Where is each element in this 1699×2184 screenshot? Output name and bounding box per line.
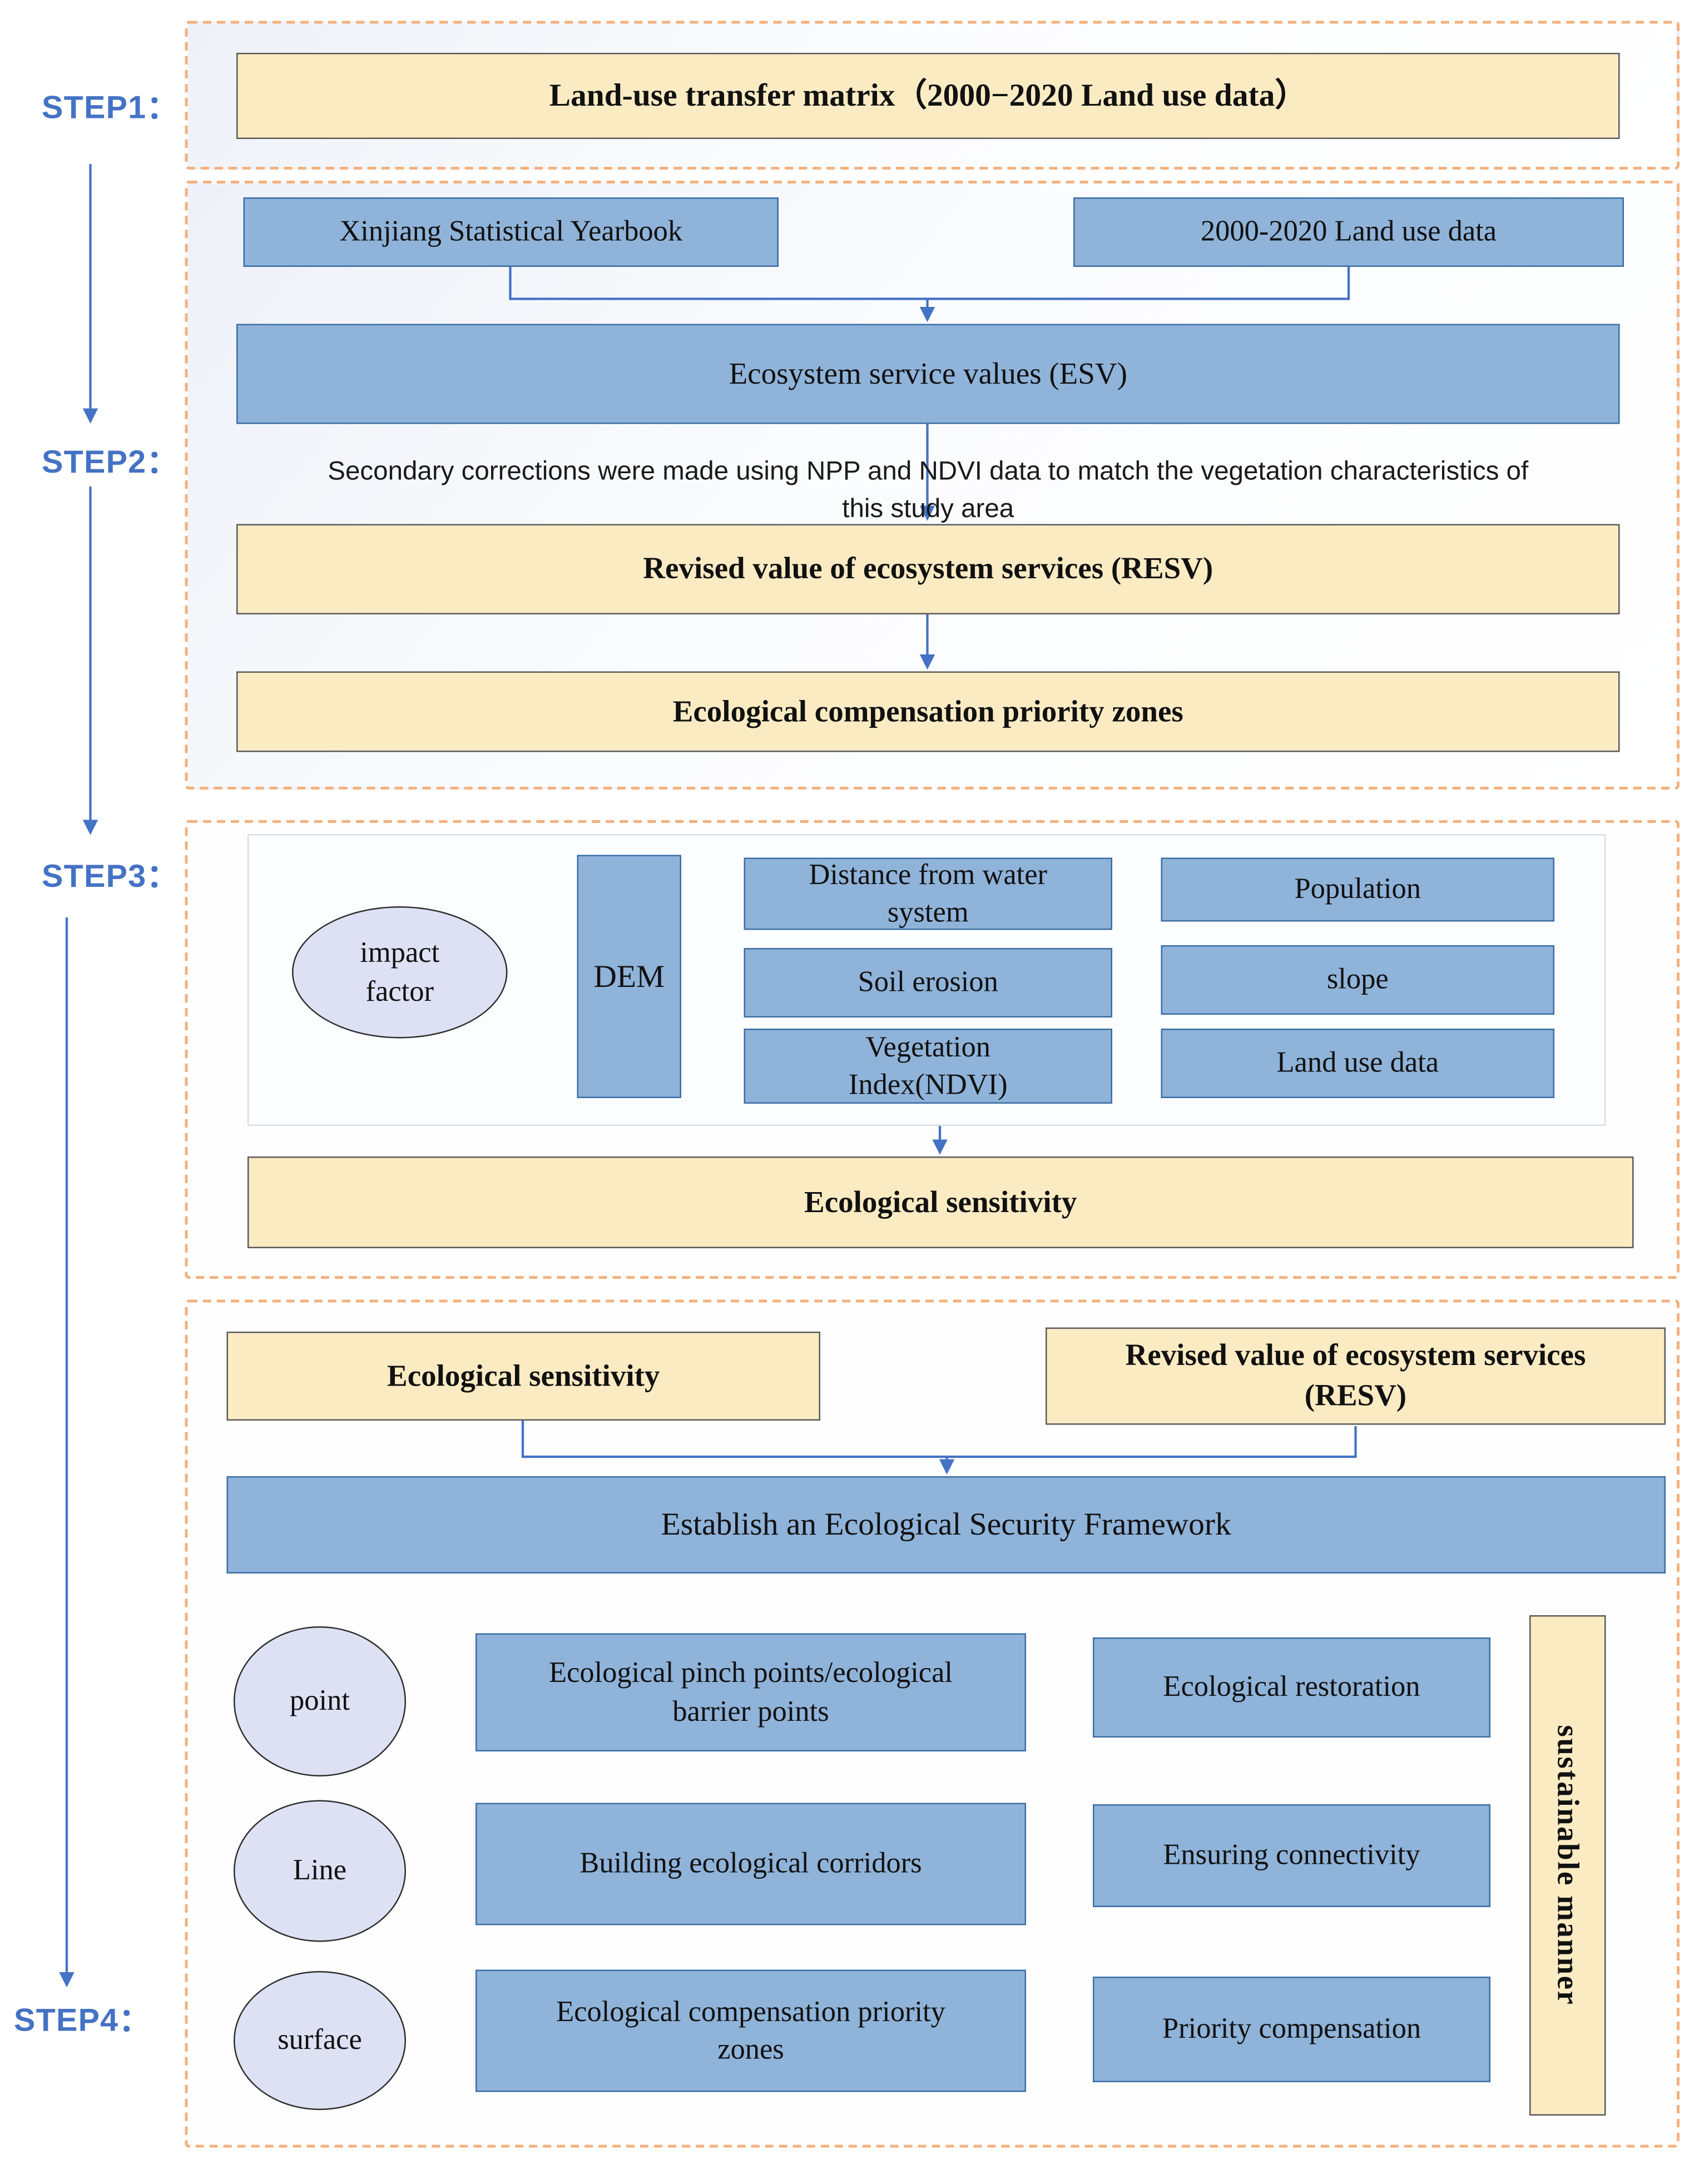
ecological-restoration-box: Ecological restoration [1093, 1637, 1490, 1738]
population-box: Population [1161, 857, 1554, 922]
sustainable-manner-bar: sustainable manner [1529, 1615, 1606, 2116]
esv-box: Ecosystem service values (ESV) [236, 324, 1620, 424]
note-line-2: this study area [842, 495, 1014, 524]
xinjiang-yearbook-box: Xinjiang Statistical Yearbook [243, 197, 779, 267]
point-ellipse: point [234, 1626, 406, 1776]
dem-box: DEM [577, 855, 681, 1098]
resv-input-box: Revised value of ecosystem services (RES… [1046, 1327, 1666, 1425]
land-use-data-box: 2000-2020 Land use data [1073, 197, 1624, 267]
ecological-corridors-box: Building ecological corridors [475, 1803, 1026, 1925]
line-ellipse: Line [234, 1800, 406, 1942]
step2-label: STEP2： [42, 443, 180, 480]
secondary-correction-note: Secondary corrections were made using NP… [195, 453, 1662, 528]
slope-box: slope [1161, 945, 1554, 1015]
land-use-data-factor-box: Land use data [1161, 1029, 1554, 1098]
security-framework-box: Establish an Ecological Security Framewo… [226, 1476, 1666, 1574]
soil-erosion-box: Soil erosion [744, 948, 1112, 1017]
priority-compensation-box: Priority compensation [1093, 1977, 1490, 2082]
step3-label: STEP3： [42, 857, 180, 894]
resv-box: Revised value of ecosystem services (RES… [236, 524, 1620, 614]
step1-label: STEP1： [42, 89, 180, 125]
ndvi-box: Vegetation Index(NDVI) [744, 1029, 1112, 1104]
pinch-points-box: Ecological pinch points/ecological barri… [475, 1633, 1026, 1751]
ecological-sensitivity-box: Ecological sensitivity [247, 1156, 1634, 1248]
step4-label: STEP4： [14, 2002, 152, 2038]
compensation-priority-zones-box: Ecological compensation priority zones [236, 671, 1620, 752]
note-line-1: Secondary corrections were made using NP… [328, 457, 1529, 487]
ensuring-connectivity-box: Ensuring connectivity [1093, 1804, 1490, 1907]
distance-from-water-box: Distance from water system [744, 857, 1112, 930]
compensation-zones-box: Ecological compensation priority zones [475, 1969, 1026, 2092]
surface-ellipse: surface [234, 1971, 406, 2110]
sensitivity-input-box: Ecological sensitivity [226, 1332, 820, 1421]
land-use-transfer-matrix-box: Land-use transfer matrix（2000−2020 Land … [236, 53, 1620, 139]
impact-factor-ellipse: impact factor [292, 906, 508, 1039]
